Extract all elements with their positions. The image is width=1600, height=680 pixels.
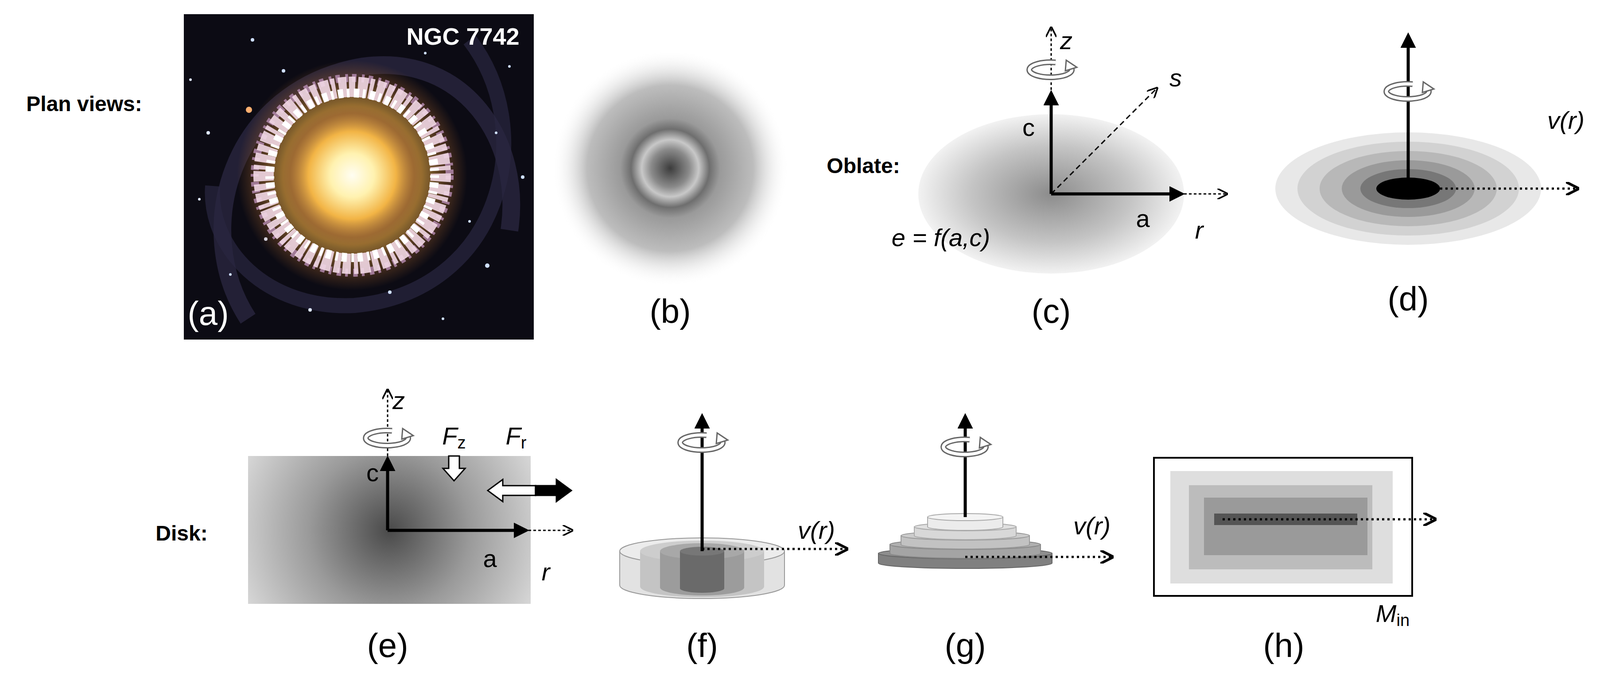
axis-label: r [541,559,551,585]
mass-label: Min [1375,601,1410,630]
velocity-label: v(r) [1547,108,1585,133]
row-label: Disk: [155,523,208,545]
panel-label: (d) [1387,282,1430,316]
formula-label: e = f(a,c) [891,225,991,251]
axis-label: c [366,460,379,486]
object-name: NGC 7742 [406,24,520,49]
force-label: Fz [442,423,466,452]
row-label: Oblate: [826,155,900,177]
axis-label: a [482,546,497,572]
panel-label: (b) [649,294,692,329]
panel-label: (c) [1031,294,1072,329]
velocity-label: v(r) [1073,513,1111,539]
axis-label: z [392,388,405,414]
force-label: Fr [505,423,527,452]
axis-label: z [1060,28,1073,54]
panel-label: (e) [367,629,409,663]
panel-label: (g) [944,629,987,663]
velocity-label: v(r) [797,518,835,544]
mass-region-box: Min [1153,457,1414,598]
axis-label: s [1169,65,1182,91]
row-label: Plan views: [26,93,142,115]
panel-label: (h) [1263,629,1305,663]
panel-label: (a) [187,296,230,331]
axis-label: r [1195,217,1204,243]
axis-label: a [1135,206,1150,232]
panel-label: (f) [686,629,719,663]
axis-label: c [1022,115,1035,140]
